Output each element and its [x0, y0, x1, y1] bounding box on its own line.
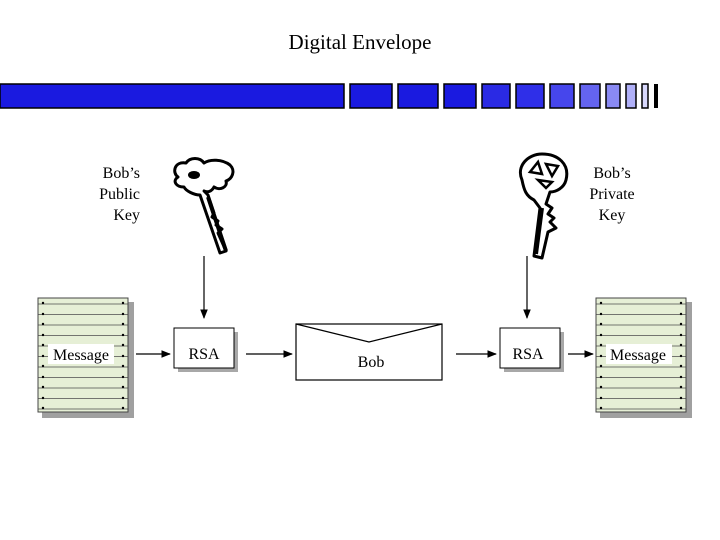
envelope-icon [295, 323, 443, 381]
page-title: Digital Envelope [288, 30, 432, 54]
private-key-label-line1: Bob’s [593, 165, 631, 182]
rsa-box-left [173, 327, 238, 372]
public-key-label-line1: Bob’s [102, 165, 140, 182]
rsa-box-right [499, 327, 564, 372]
private-key-icon [519, 152, 569, 260]
public-key-icon [173, 157, 235, 255]
message-left-label: Message [53, 347, 109, 364]
private-key-label: Bob’s Private Key [582, 163, 642, 226]
public-key-label: Bob’s Public Key [80, 163, 140, 226]
title-bar [0, 83, 658, 109]
rsa-right-label: RSA [512, 346, 544, 363]
message-right-label: Message [610, 347, 666, 364]
envelope-label: Bob [358, 354, 385, 371]
message-document-left [37, 297, 134, 418]
message-document-right [595, 297, 692, 418]
public-key-label-line3: Key [113, 207, 140, 224]
private-key-label-line2: Private [589, 186, 635, 203]
rsa-left-label: RSA [188, 346, 220, 363]
private-key-label-line3: Key [598, 207, 626, 224]
public-key-label-line2: Public [99, 186, 140, 203]
